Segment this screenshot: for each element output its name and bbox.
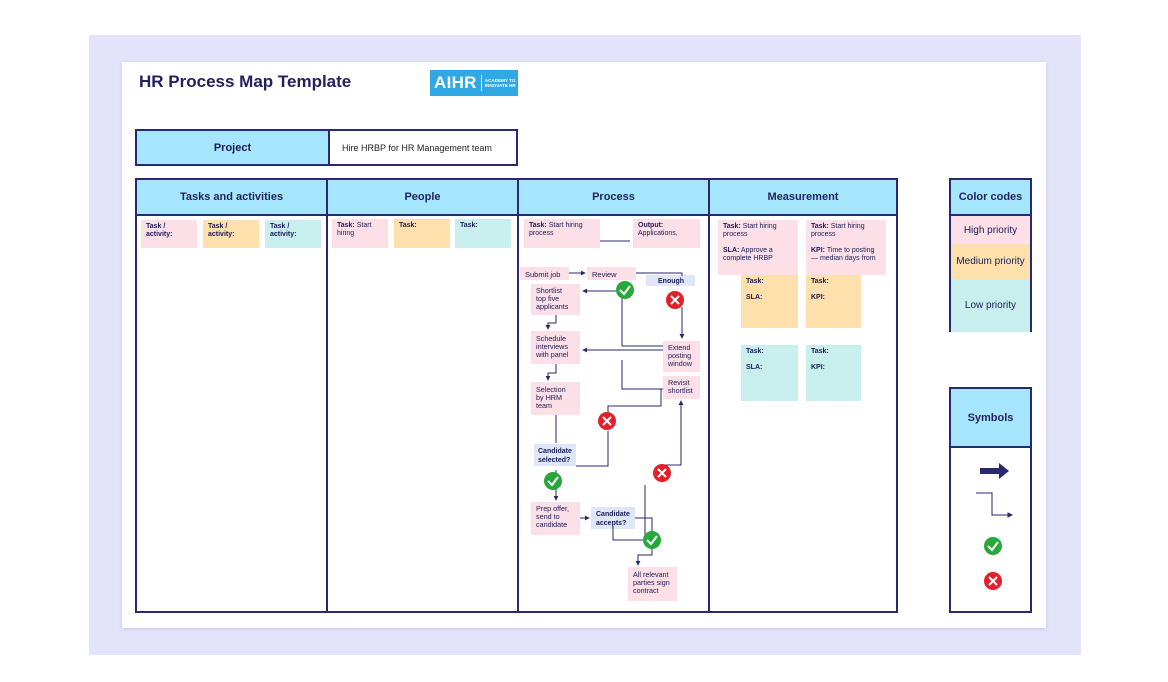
arrow-yes-contract [635,548,653,566]
all-relevant-label: All relevant parties sign contract [633,570,672,595]
cross-icon [653,464,671,482]
candidate-accepts-box [591,507,635,529]
prep-offer-box [531,502,580,535]
extend-box [663,341,700,372]
column-header-people: People [328,180,517,216]
process-map-table: Tasks and activities People Process Meas… [135,178,898,613]
schedule-label: Schedule interviews with panel [535,334,570,359]
column-header-tasks: Tasks and activities [137,180,326,216]
extend-label: Extend posting window [667,343,693,368]
measurement-sla-note-low[interactable]: Task:SLA: [741,345,798,401]
logo-divider [480,75,482,91]
schedule-box [531,331,580,364]
high-priority-swatch: High priority [951,216,1030,244]
arrow-no-revisit [662,400,684,466]
check-icon [544,472,562,490]
all-relevant-box [628,567,677,601]
revisit-box [663,376,700,399]
task-note-low[interactable]: Task / activity: [265,220,321,248]
process-output-note[interactable]: Output:Applications, [633,219,700,248]
symbols-icons [976,463,1014,590]
enough-label: Enough [658,278,684,285]
candidate-selected-label: Candidate selected? [538,448,574,464]
check-icon [643,531,661,549]
line-extend-back [621,296,663,347]
symbols-legend: Symbols [949,387,1032,613]
people-note-high[interactable]: Task: Start hiring [332,219,388,248]
logo-tagline-2: INNOVATE HR [484,83,516,88]
column-divider [517,180,519,611]
column-divider [708,180,710,611]
page-title: HR Process Map Template [139,72,352,91]
task-note-medium[interactable]: Task / activity: [203,220,259,248]
cross-icon [984,572,1002,590]
review-box [587,267,636,280]
line-accepts-no [612,485,646,541]
check-icon [984,537,1002,555]
low-priority-swatch: Low priority [951,279,1030,332]
aihr-logo: AIHR ACADEMY TO INNOVATE HR [430,70,518,96]
selection-box [531,382,580,415]
line-selected-no [576,431,609,467]
cross-icon [666,291,684,309]
candidate-accepts-label: Candidate accepts? [596,511,632,527]
shortlist-box [531,284,580,315]
review-label: Review [592,270,617,279]
medium-priority-swatch: Medium priority [951,244,1030,279]
shortlist-label: Shortlist top five applicants [536,286,569,311]
candidate-selected-box [534,444,576,466]
measurement-kpi-note-low[interactable]: Task:KPI: [806,345,861,401]
column-header-process: Process [519,180,708,216]
measurement-sla-note-medium[interactable]: Task:SLA: [741,275,798,328]
submit-job-box [520,267,569,280]
line-revisit-back [621,360,663,390]
people-note-low[interactable]: Task: [455,219,511,248]
measurement-kpi-note-medium[interactable]: Task:KPI: [806,275,861,328]
people-note-medium[interactable]: Task: [394,219,450,248]
logo-name: AIHR [434,73,477,92]
selection-label: Selection by HRM team [536,385,568,410]
symbols-title: Symbols [951,389,1030,448]
line-no-revisit [607,389,662,412]
project-label: Project [137,131,330,164]
cross-icon [598,412,616,430]
task-note-high[interactable]: Task / activity: [141,220,197,248]
process-task-note[interactable]: Task: Start hiring process [524,219,600,248]
project-table: Project Hire HRBP for HR Management team [135,129,518,166]
arrow-schedule-selection [545,364,557,381]
arrow-right-icon [980,463,1009,479]
logo-tagline: ACADEMY TO INNOVATE HR [485,78,516,88]
line-accepts-yes [635,517,653,532]
arrow-review-enough [636,272,683,276]
color-codes-title: Color codes [951,180,1030,216]
logo-tagline-1: ACADEMY TO [484,77,516,83]
enough-decision-box [646,275,695,286]
submit-job-label: Submit job [525,270,560,279]
arrow-shortlist-schedule [545,315,557,330]
revisit-label: Revisit shortlist [668,378,693,395]
column-header-measurement: Measurement [710,180,896,216]
elbow-connector-icon [976,492,1014,518]
column-divider [326,180,328,611]
project-value: Hire HRBP for HR Management team [342,142,492,153]
color-codes-legend: Color codes High priority Medium priorit… [949,178,1032,332]
prep-offer-label: Prep offer, send to candidate [536,504,571,529]
check-icon [616,281,634,299]
